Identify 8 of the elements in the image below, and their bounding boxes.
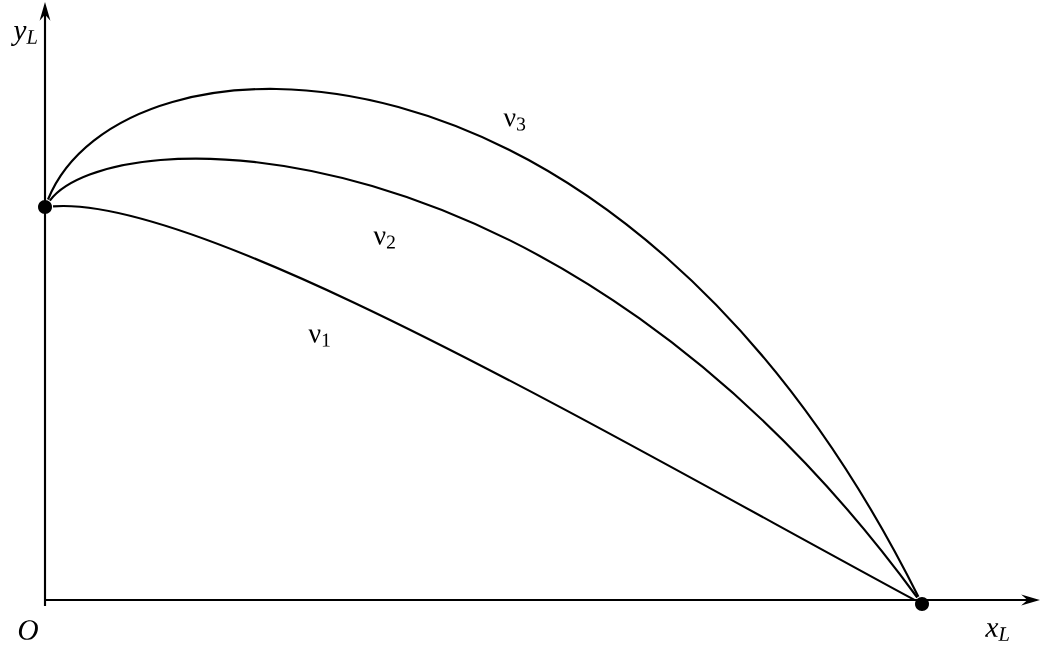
point-marker — [915, 597, 929, 611]
axis-label: y$_{L}$ — [11, 26, 37, 46]
curve-label: ν$_{2}$ — [373, 231, 395, 249]
point-marker — [38, 200, 52, 214]
axis-label: x$_{L}$ — [985, 623, 1009, 641]
curve-label: ν$_{1}$ — [308, 329, 330, 347]
curve-label: ν$_{3}$ — [503, 113, 526, 131]
axis-label: O — [18, 620, 38, 640]
